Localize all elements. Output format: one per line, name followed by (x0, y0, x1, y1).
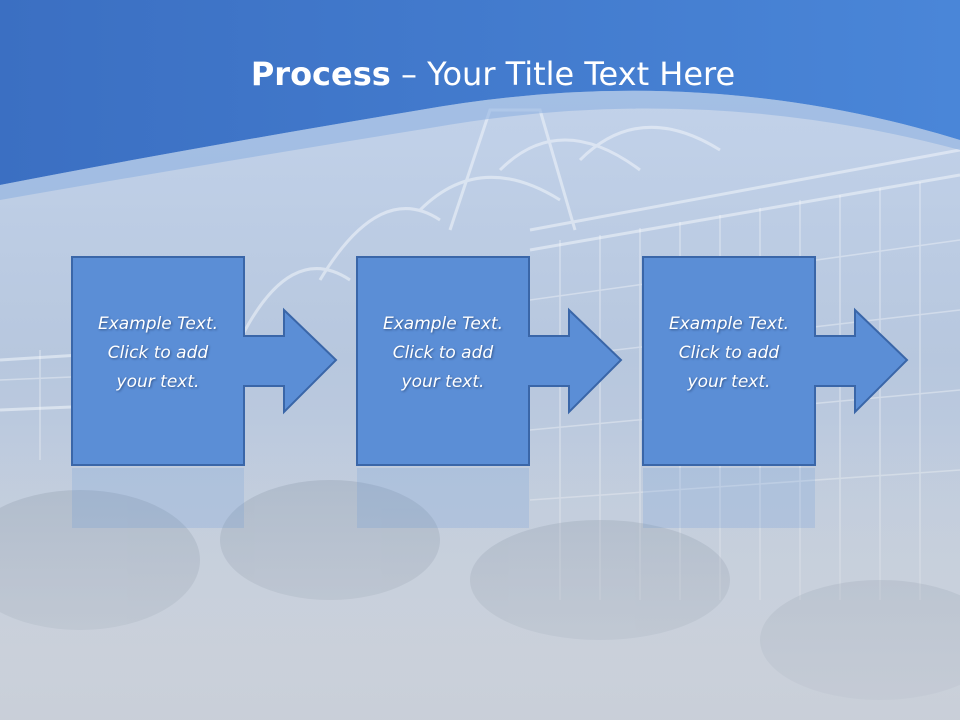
process-step-2-text[interactable]: Example Text. Click to add your text. (382, 314, 504, 392)
title-rest: – Your Title Text Here (390, 55, 736, 93)
process-step-2-shape (356, 256, 623, 466)
title-bold: Process (250, 55, 391, 93)
title-banner (0, 0, 960, 185)
banner-highlight (0, 90, 960, 200)
process-step-1-text[interactable]: Example Text. Click to add your text. (97, 314, 219, 392)
process-step-3-text[interactable]: Example Text. Click to add your text. (668, 314, 790, 392)
process-step-1-shape (71, 256, 338, 466)
slide-title[interactable]: Process – Your Title Text Here (0, 52, 960, 96)
process-step-3-shape (642, 256, 909, 466)
